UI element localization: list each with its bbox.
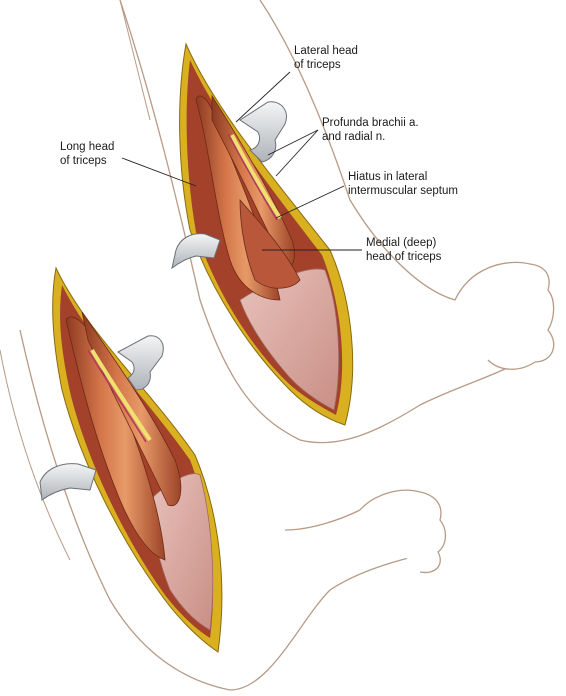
label-hiatus: Hiatus in lateral intermuscular septum (348, 170, 458, 198)
label-long-head: Long head of triceps (60, 140, 114, 168)
upper-arm-illustration (119, 0, 555, 444)
lower-retractor-bottom (39, 463, 97, 501)
lower-arm-illustration (0, 266, 447, 691)
leader-hiatus (275, 185, 345, 219)
label-long-head-line1: Long head (60, 141, 115, 153)
lower-radial-nerve (90, 348, 152, 442)
label-hiatus-line2: intermuscular septum (348, 185, 458, 197)
upper-radial-nerve (230, 134, 282, 220)
label-medial-head-line2: head of triceps (366, 251, 442, 263)
upper-profunda-artery (227, 133, 278, 221)
lower-triceps-tendon (149, 473, 214, 631)
label-profunda-line1: Profunda brachii a. (322, 117, 419, 129)
lower-profunda-artery (87, 349, 147, 443)
label-leader-lines (121, 71, 362, 251)
upper-medial-head-muscle (239, 198, 301, 289)
label-lateral-head: Lateral head of triceps (294, 44, 358, 72)
label-long-head-line2: of triceps (60, 155, 107, 167)
upper-retractor-bottom (171, 233, 221, 270)
lower-arm-hand (359, 489, 447, 574)
upper-arm-hand (454, 261, 555, 370)
upper-retractor-top (239, 101, 287, 163)
upper-triceps-tendon (239, 268, 339, 411)
label-profunda: Profunda brachii a. and radial n. (322, 116, 419, 144)
leader-profunda-2 (275, 129, 319, 177)
leader-profunda-1 (267, 129, 319, 156)
leader-lateral-head (235, 71, 291, 123)
label-profunda-line2: and radial n. (322, 131, 386, 143)
label-lateral-head-line2: of triceps (294, 59, 341, 71)
leader-long-head (121, 157, 197, 187)
label-hiatus-line1: Hiatus in lateral (348, 171, 428, 183)
lower-retractor-top (117, 335, 164, 391)
label-lateral-head-line1: Lateral head (294, 45, 358, 57)
label-medial-head: Medial (deep) head of triceps (366, 236, 441, 264)
label-medial-head-line1: Medial (deep) (366, 237, 437, 249)
